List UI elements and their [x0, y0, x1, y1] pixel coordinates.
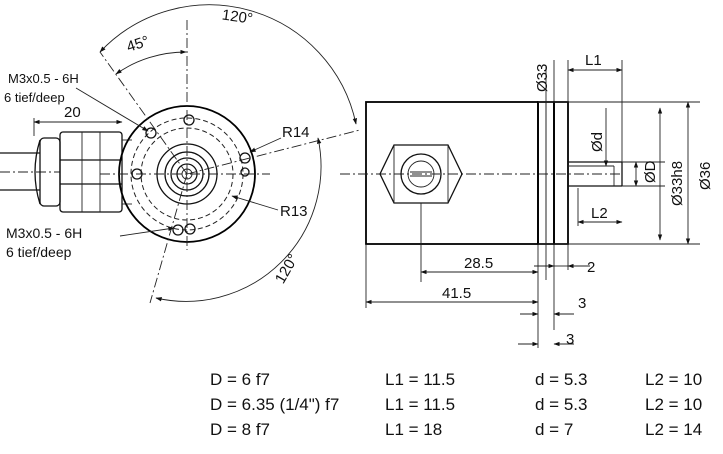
variant-L1: L1 = 11.5	[385, 370, 455, 389]
dim-dia-36: Ø36	[697, 162, 714, 190]
variant-D: D = 6.35 (1/4") f7	[210, 395, 339, 414]
dim-41-5: 41.5	[442, 285, 471, 302]
dim-3-upper: 3	[578, 295, 586, 312]
mounting-holes	[131, 114, 251, 236]
variants-table: D = 6 f7 L1 = 11.5 d = 5.3 L2 = 10 D = 6…	[210, 370, 702, 439]
radius-label-r13: R13	[280, 203, 308, 220]
variant-L1: L1 = 18	[385, 420, 442, 439]
thread-note-bottom-line2: 6 tief/deep	[6, 244, 72, 260]
front-view: 120° 45° 120° M3x0.5 - 6H 6 tief/deep M3…	[0, 4, 361, 304]
variant-d: d = 5.3	[535, 370, 587, 389]
variant-d: d = 7	[535, 420, 573, 439]
dim-2: 2	[587, 259, 595, 276]
table-row: D = 8 f7 L1 = 18 d = 7 L2 = 14	[210, 420, 702, 439]
thread-note-bottom-line1: M3x0.5 - 6H	[6, 225, 82, 241]
angle-arc-120-bottom	[155, 137, 322, 302]
table-row: D = 6.35 (1/4") f7 L1 = 11.5 d = 5.3 L2 …	[210, 395, 702, 414]
angle-arc-45	[115, 49, 187, 75]
angle-arc-120-top	[99, 4, 357, 125]
cable-gland	[0, 131, 132, 213]
dim-3-lower: 3	[566, 331, 574, 348]
housing-side-body	[365, 101, 539, 245]
radius-label-r14: R14	[282, 124, 310, 141]
dim-cable-20: 20	[64, 104, 81, 121]
thread-note-top-line2: 6 tief/deep	[4, 90, 65, 105]
variant-L1: L1 = 11.5	[385, 395, 455, 414]
variant-L2: L2 = 10	[645, 370, 702, 389]
dim-dia-d: Ød	[589, 132, 606, 152]
variant-d: d = 5.3	[535, 395, 587, 414]
angle-label-120-bottom: 120°	[272, 251, 302, 286]
side-view: Ø33 L1 Ød ØD Ø33h8 Ø36 L2 28.5 2 41.5	[340, 52, 714, 348]
thread-note-top-line1: M3x0.5 - 6H	[8, 71, 79, 86]
variant-L2: L2 = 14	[645, 420, 702, 439]
dim-dia-33: Ø33	[534, 64, 551, 92]
dim-28-5: 28.5	[464, 255, 493, 272]
angle-label-45: 45°	[125, 33, 152, 56]
dim-L2: L2	[591, 205, 608, 222]
variant-L2: L2 = 10	[645, 395, 702, 414]
variant-D: D = 6 f7	[210, 370, 270, 389]
angle-label-120-top: 120°	[221, 7, 254, 28]
table-row: D = 6 f7 L1 = 11.5 d = 5.3 L2 = 10	[210, 370, 702, 389]
dim-dia-33h8: Ø33h8	[669, 161, 686, 206]
connector-hex	[379, 144, 463, 204]
dim-dia-D: ØD	[642, 160, 659, 183]
variant-D: D = 8 f7	[210, 420, 270, 439]
dim-L1: L1	[585, 52, 602, 69]
